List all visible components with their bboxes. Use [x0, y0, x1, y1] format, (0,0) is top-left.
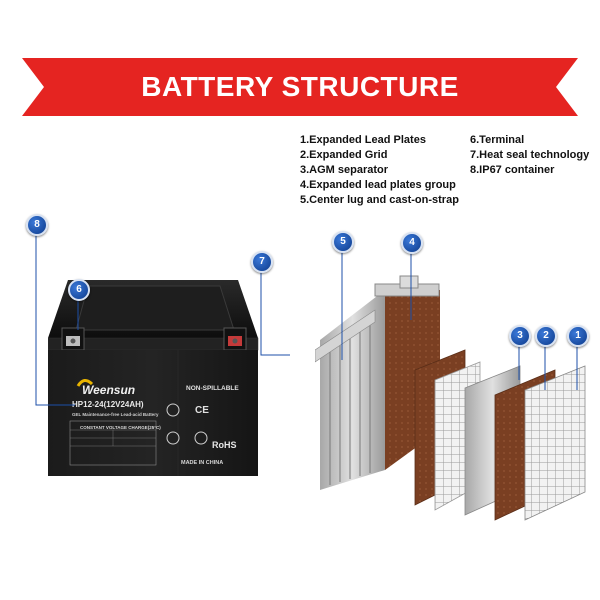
terminal-left	[61, 327, 85, 351]
battery-subtitle: GEL Maintenance-free Lead-acid Battery	[72, 412, 159, 417]
legend-item-3: 3.AGM separator	[300, 164, 389, 176]
legend-item-5: 5.Center lug and cast-on-strap	[300, 194, 459, 206]
marker-1: 1	[567, 325, 589, 347]
plate-group	[315, 275, 440, 490]
made-in-label: MADE IN CHINA	[181, 460, 224, 466]
legend-item-1: 1.Expanded Lead Plates	[300, 134, 426, 146]
exploded-plates-image	[315, 275, 586, 521]
battery-model: HP12-24(12V24AH)	[72, 400, 144, 409]
legend-item-8: 8.IP67 container	[470, 164, 555, 176]
terminal-right	[223, 327, 247, 351]
battery-image	[48, 280, 259, 476]
legend-item-2: 2.Expanded Grid	[300, 149, 388, 161]
expanded-grid	[524, 365, 586, 521]
legend-item-7: 7.Heat seal technology	[470, 149, 590, 161]
marker-7: 7	[251, 251, 273, 273]
marker-3: 3	[509, 325, 531, 347]
marker-6: 6	[68, 279, 90, 301]
title-banner: BATTERY STRUCTURE	[0, 58, 600, 116]
marker-2: 2	[535, 325, 557, 347]
marker-5: 5	[332, 231, 354, 253]
banner-ribbon	[22, 58, 578, 116]
legend-item-4: 4.Expanded lead plates group	[300, 179, 456, 191]
battery-front	[48, 350, 258, 476]
rohs-mark: RoHS	[212, 440, 237, 450]
legend-right: 6.Terminal 7.Heat seal technology 8.IP67…	[470, 133, 589, 178]
ce-mark: CE	[195, 405, 209, 416]
marker-4: 4	[401, 232, 423, 254]
no-dispose-icon	[166, 431, 180, 445]
legend-item-6: 6.Terminal	[470, 134, 525, 146]
legend-left: 1.Expanded Lead Plates 2.Expanded Grid 3…	[300, 133, 459, 208]
page-title: BATTERY STRUCTURE	[141, 71, 459, 102]
battery-brand: Weensun	[82, 383, 136, 397]
warning-icon	[194, 431, 208, 445]
non-spillable-label: NON-SPILLABLE	[186, 385, 239, 392]
charge-table-title: CONSTANT VOLTAGE CHARGE(25°C)	[80, 425, 161, 430]
brand-logo	[76, 379, 94, 387]
marker-8: 8	[26, 214, 48, 236]
spec-table	[69, 420, 157, 466]
recycle-icon	[166, 403, 180, 417]
